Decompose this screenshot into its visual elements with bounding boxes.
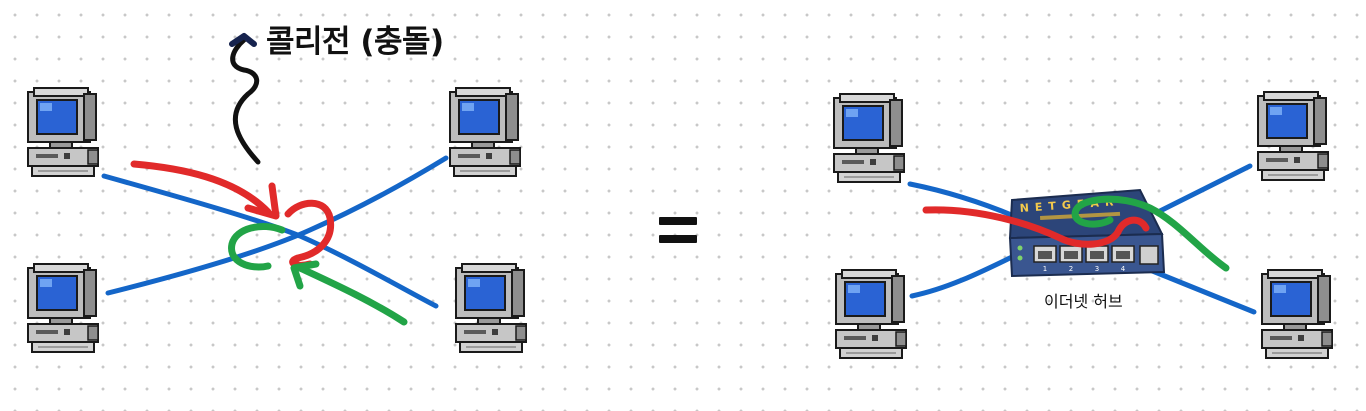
desktop-computer-icon bbox=[1257, 91, 1329, 181]
cable-hub-bottom-left bbox=[909, 253, 1017, 299]
cable-bottom-left-to-top-right bbox=[105, 155, 449, 296]
hub-port-number: 2 bbox=[1069, 265, 1073, 273]
green-arrow-head bbox=[290, 260, 320, 290]
hub-red-signal bbox=[922, 206, 1150, 248]
red-arrow-head bbox=[244, 182, 280, 220]
red-signal-loop bbox=[284, 199, 335, 269]
red-signal-path bbox=[130, 160, 272, 216]
cable-hub-top-right bbox=[1155, 163, 1253, 215]
collision-arrow-tip bbox=[229, 33, 257, 47]
desktop-computer-icon bbox=[833, 93, 905, 183]
green-signal-path bbox=[296, 264, 408, 326]
desktop-computer-icon bbox=[835, 269, 907, 359]
desktop-computer-icon bbox=[27, 87, 99, 177]
desktop-computer-icon bbox=[455, 263, 527, 353]
desktop-computer-icon bbox=[27, 263, 99, 353]
collision-label: 콜리전 (충돌) bbox=[266, 24, 444, 60]
hub-port-number: 4 bbox=[1121, 265, 1126, 273]
left-network bbox=[27, 33, 527, 353]
desktop-computer-icon bbox=[449, 87, 521, 177]
hub-label: 이더넷 허브 bbox=[1044, 292, 1123, 311]
hub-port-number: 1 bbox=[1043, 265, 1047, 273]
hub-green-signal bbox=[1071, 195, 1230, 272]
hub-port-numbers: 1 2 3 4 bbox=[1043, 265, 1126, 273]
collision-squiggle-arrow bbox=[230, 37, 261, 165]
green-signal-loop bbox=[228, 223, 286, 271]
cable-hub-bottom-right bbox=[1147, 267, 1257, 315]
desktop-computer-icon bbox=[1261, 269, 1333, 359]
hub-port-number: 3 bbox=[1095, 265, 1099, 273]
cable-hub-top-left bbox=[907, 181, 1017, 219]
equals-sign bbox=[659, 217, 699, 247]
